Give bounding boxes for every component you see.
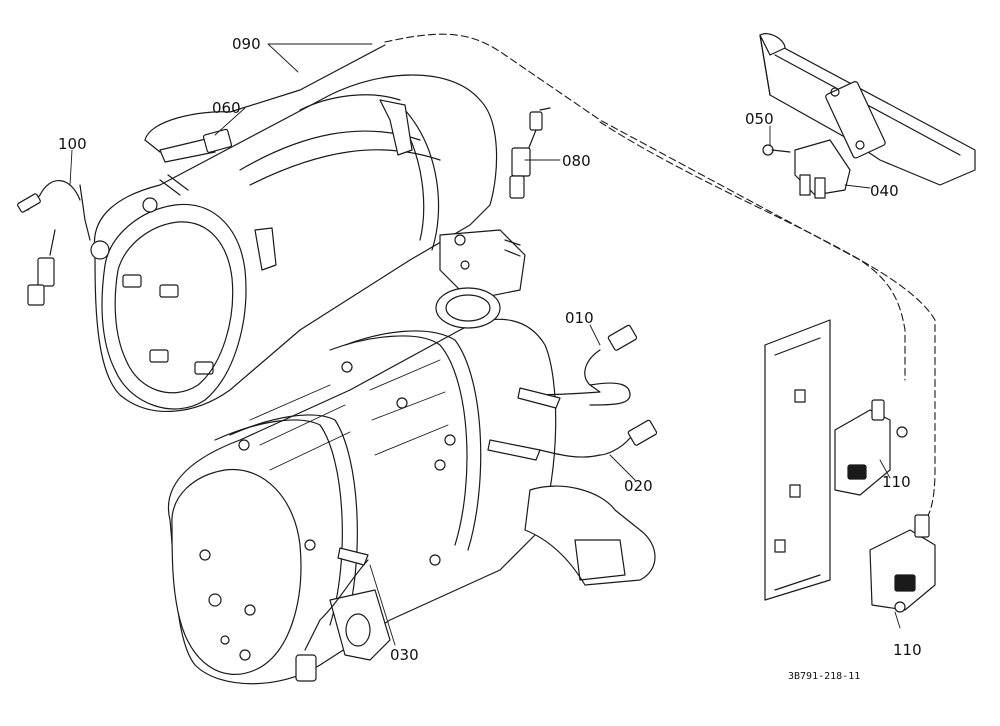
leader-lines: [69, 43, 901, 646]
callout-040: 040: [870, 182, 899, 200]
callout-080: 080: [562, 152, 591, 170]
harness-dashed-line: [384, 33, 906, 381]
harness-dashed-line-2: [599, 121, 936, 521]
sensor-110-upper: [834, 399, 908, 496]
callout-020: 020: [624, 477, 653, 495]
side-panel-bracket: [764, 319, 831, 601]
sensor-020: [487, 419, 658, 461]
sensor-100: [17, 180, 91, 306]
callout-010: 010: [565, 309, 594, 327]
callout-100: 100: [58, 135, 87, 153]
sensor-040: [794, 139, 851, 199]
scr-lower-assembly: [167, 287, 656, 685]
callout-030: 030: [390, 646, 419, 664]
dpf-upper-assembly: [90, 74, 526, 412]
callout-110-lower: 110: [893, 641, 922, 659]
callout-110-upper: 110: [882, 473, 911, 491]
sensor-010: [517, 324, 638, 409]
sensor-060: [144, 128, 233, 163]
drawing-number: 3B791-218-11: [788, 671, 860, 682]
sensor-110-lower: [869, 514, 936, 613]
harness-left-line: [144, 44, 386, 141]
bolt-050: [762, 144, 791, 156]
callout-050: 050: [745, 110, 774, 128]
callout-060: 060: [212, 99, 241, 117]
callout-090: 090: [232, 35, 261, 53]
sensor-030: [295, 547, 369, 682]
sensor-080: [509, 107, 551, 199]
sensor-bracket-top-right: [759, 33, 976, 186]
